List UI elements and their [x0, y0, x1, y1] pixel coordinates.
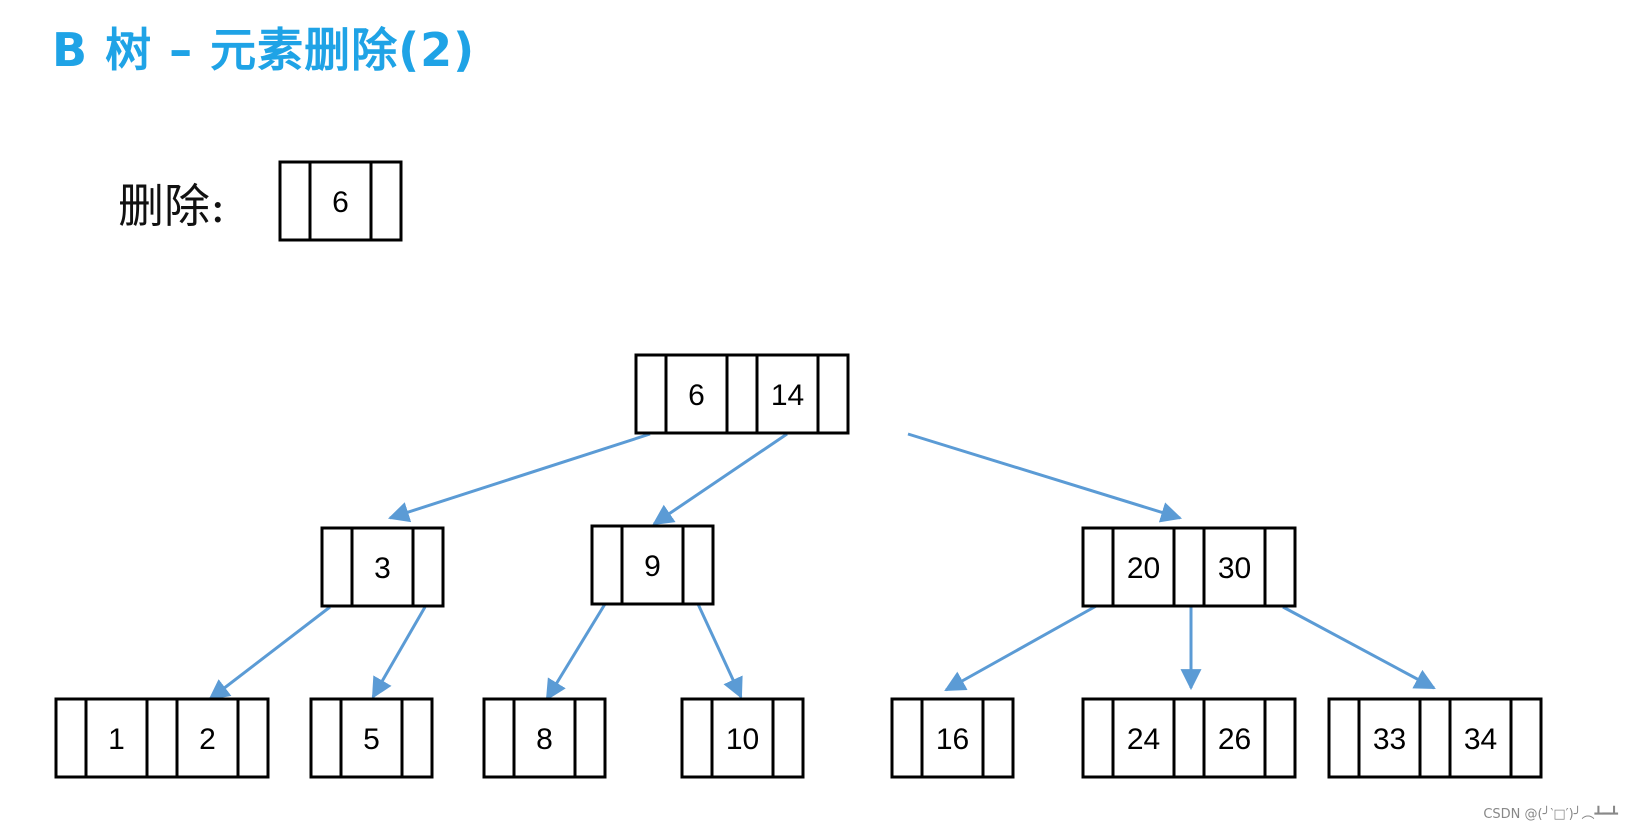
node-key: 8	[536, 723, 553, 756]
tree-edge	[208, 605, 331, 701]
node-key: 5	[363, 723, 380, 756]
tree-edge	[1282, 605, 1436, 690]
node-key: 3	[374, 552, 391, 585]
node-key: 2	[199, 723, 216, 756]
node-key: 34	[1464, 723, 1497, 756]
node-key: 10	[726, 723, 759, 756]
node-box	[1327, 697, 1543, 779]
internal-node: 3	[320, 526, 445, 608]
node-key: 30	[1218, 552, 1251, 585]
node-box	[482, 697, 607, 779]
node-key: 33	[1373, 723, 1406, 756]
node-box	[590, 524, 715, 606]
node-box	[1081, 526, 1297, 608]
tree-edge	[696, 603, 743, 699]
internal-node: 9	[590, 524, 715, 606]
leaf-node: 10	[680, 697, 805, 779]
page-title: B 树 – 元素删除(2)	[52, 23, 476, 77]
node-key: 1	[108, 723, 125, 756]
node-box	[1081, 697, 1297, 779]
tree-edges	[208, 432, 1436, 701]
node-key: 24	[1127, 723, 1160, 756]
node-box	[680, 697, 805, 779]
tree-edge	[944, 603, 1099, 692]
node-box	[320, 526, 445, 608]
leaf-node: 16	[890, 697, 1015, 779]
node-box	[309, 697, 434, 779]
tree-edge	[371, 606, 427, 699]
node-key: 20	[1127, 552, 1160, 585]
node-key: 16	[936, 723, 969, 756]
node-key: 6	[332, 186, 349, 219]
node-key: 9	[644, 550, 661, 583]
tree-edge	[545, 603, 607, 701]
leaf-node: 33 34	[1327, 697, 1543, 779]
node-key: 6	[688, 379, 705, 412]
root-node: 6 14	[634, 353, 850, 435]
node-box	[278, 160, 403, 242]
tree-edge	[907, 432, 1183, 523]
tree-edge	[652, 432, 788, 526]
node-key: 26	[1218, 723, 1251, 756]
leaf-node: 8	[482, 697, 607, 779]
watermark: CSDN @(╯‵□′)╯︵┻━┻	[1483, 807, 1618, 822]
delete-label: 删除:	[118, 179, 226, 233]
delete-key-node: 6	[278, 160, 403, 242]
leaf-node: 24 26	[1081, 697, 1297, 779]
tree-edge	[388, 432, 651, 523]
node-box	[890, 697, 1015, 779]
node-box	[54, 697, 270, 779]
leaf-node: 5	[309, 697, 434, 779]
node-key: 14	[771, 379, 804, 412]
node-box	[634, 353, 850, 435]
